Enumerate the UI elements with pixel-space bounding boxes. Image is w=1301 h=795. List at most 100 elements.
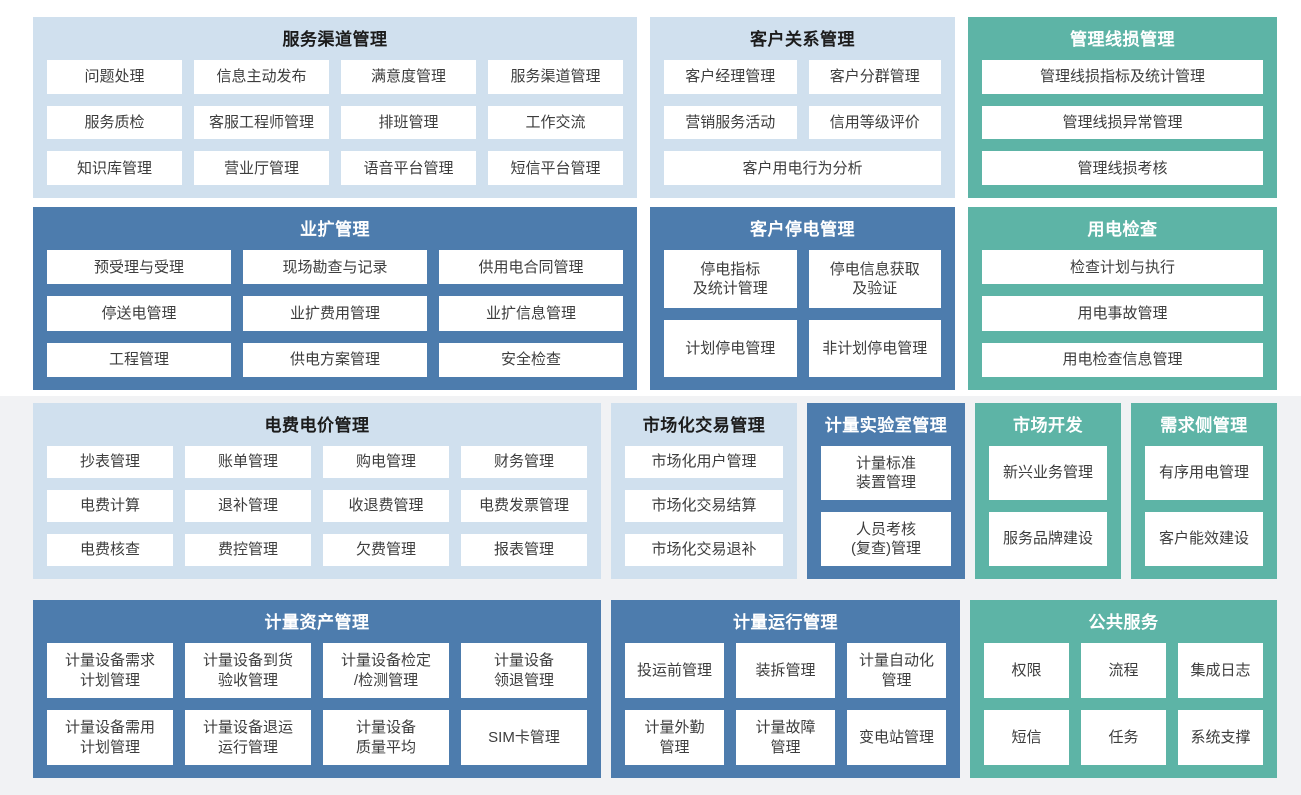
block-line-loss-mgmt: 管理线损管理管理线损指标及统计管理管理线损异常管理管理线损考核 <box>968 17 1277 198</box>
diagram-row-1: 服务渠道管理问题处理信息主动发布满意度管理服务渠道管理服务质检客服工程师管理排班… <box>33 17 1277 198</box>
module-item: 用电检查信息管理 <box>982 342 1263 377</box>
module-item: 计量设备到货 验收管理 <box>185 643 311 698</box>
module-item: 市场化交易退补 <box>625 534 783 566</box>
module-item: 流程 <box>1081 643 1166 698</box>
block-title-customer-outage-mgmt: 客户停电管理 <box>750 220 855 239</box>
module-item: 语音平台管理 <box>341 151 476 185</box>
module-item: 抄表管理 <box>47 446 173 478</box>
module-item: 财务管理 <box>461 446 587 478</box>
module-grid: 计量标准 装置管理人员考核 (复查)管理 <box>807 439 965 579</box>
module-item: 计量设备需求 计划管理 <box>47 643 173 698</box>
module-item: 收退费管理 <box>323 490 449 522</box>
module-grid: 新兴业务管理服务品牌建设 <box>975 439 1121 579</box>
module-item: 满意度管理 <box>341 60 476 94</box>
block-metering-operation-mgmt: 计量运行管理投运前管理装拆管理计量自动化 管理计量外勤 管理计量故障 管理变电站… <box>611 600 960 778</box>
module-item: 计量设备 质量平均 <box>323 710 449 765</box>
block-title-metering-lab-mgmt: 计量实验室管理 <box>824 416 948 435</box>
module-item: 服务渠道管理 <box>488 60 623 94</box>
block-title-public-services: 公共服务 <box>1088 613 1159 632</box>
block-title-power-use-inspection: 用电检查 <box>1087 220 1158 239</box>
module-item: 欠费管理 <box>323 534 449 566</box>
module-item: 停电指标 及统计管理 <box>664 250 797 308</box>
module-item: 客户分群管理 <box>808 60 941 94</box>
module-item: 管理线损指标及统计管理 <box>982 60 1263 94</box>
module-item: 电费核查 <box>47 534 173 566</box>
module-item: 业扩费用管理 <box>243 296 427 331</box>
module-item: 服务质检 <box>47 105 182 140</box>
block-power-use-inspection: 用电检查检查计划与执行用电事故管理用电检查信息管理 <box>968 207 1277 390</box>
module-item: 业扩信息管理 <box>439 296 623 331</box>
block-business-expansion-mgmt: 业扩管理预受理与受理现场勘查与记录供用电合同管理停送电管理业扩费用管理业扩信息管… <box>33 207 637 390</box>
module-item: 客户用电行为分析 <box>664 151 941 185</box>
module-item: 任务 <box>1081 710 1166 765</box>
module-grid: 管理线损指标及统计管理管理线损异常管理管理线损考核 <box>968 53 1277 198</box>
module-item: 计量设备需用 计划管理 <box>47 710 173 765</box>
module-item: 计量设备检定 /检测管理 <box>323 643 449 698</box>
module-grid: 市场化用户管理市场化交易结算市场化交易退补 <box>611 439 797 579</box>
block-market-trade-mgmt: 市场化交易管理市场化用户管理市场化交易结算市场化交易退补 <box>611 403 797 579</box>
block-title-business-expansion-mgmt: 业扩管理 <box>300 220 370 239</box>
module-item: 计量外勤 管理 <box>625 710 724 765</box>
module-item: 短信 <box>984 710 1069 765</box>
module-item: 管理线损异常管理 <box>982 105 1263 140</box>
module-item: 供用电合同管理 <box>439 250 623 285</box>
module-grid: 问题处理信息主动发布满意度管理服务渠道管理服务质检客服工程师管理排班管理工作交流… <box>33 53 637 198</box>
diagram-row-4: 计量资产管理计量设备需求 计划管理计量设备到货 验收管理计量设备检定 /检测管理… <box>33 600 1277 778</box>
block-title-metering-asset-mgmt: 计量资产管理 <box>264 613 370 632</box>
module-item: 知识库管理 <box>47 151 182 185</box>
module-grid: 有序用电管理客户能效建设 <box>1131 439 1277 579</box>
module-item: 客户经理管理 <box>664 60 797 94</box>
module-grid: 检查计划与执行用电事故管理用电检查信息管理 <box>968 243 1277 390</box>
module-item: 用电事故管理 <box>982 296 1263 331</box>
module-item: 计量设备退运 运行管理 <box>185 710 311 765</box>
module-item: 系统支撑 <box>1178 710 1263 765</box>
module-item: 营业厅管理 <box>194 151 329 185</box>
module-item: 停送电管理 <box>47 296 231 331</box>
module-item: 安全检查 <box>439 342 623 377</box>
module-item: 短信平台管理 <box>488 151 623 185</box>
module-item: 人员考核 (复查)管理 <box>821 512 951 566</box>
module-item: 问题处理 <box>47 60 182 94</box>
module-item: 管理线损考核 <box>982 151 1263 185</box>
block-title-tariff-price-mgmt: 电费电价管理 <box>264 416 370 435</box>
block-customer-relation-mgmt: 客户关系管理客户经理管理客户分群管理营销服务活动信用等级评价客户用电行为分析 <box>650 17 955 198</box>
module-item: 新兴业务管理 <box>989 446 1107 500</box>
module-item: 退补管理 <box>185 490 311 522</box>
diagram-row-3: 电费电价管理抄表管理账单管理购电管理财务管理电费计算退补管理收退费管理电费发票管… <box>33 403 1277 579</box>
module-item: 客户能效建设 <box>1145 512 1263 566</box>
block-title-line-loss-mgmt: 管理线损管理 <box>1070 30 1175 49</box>
block-tariff-price-mgmt: 电费电价管理抄表管理账单管理购电管理财务管理电费计算退补管理收退费管理电费发票管… <box>33 403 601 579</box>
module-item: 购电管理 <box>323 446 449 478</box>
module-grid: 计量设备需求 计划管理计量设备到货 验收管理计量设备检定 /检测管理计量设备 领… <box>33 636 601 778</box>
module-item: 账单管理 <box>185 446 311 478</box>
block-service-channel-mgmt: 服务渠道管理问题处理信息主动发布满意度管理服务渠道管理服务质检客服工程师管理排班… <box>33 17 637 198</box>
module-item: 报表管理 <box>461 534 587 566</box>
module-grid: 客户经理管理客户分群管理营销服务活动信用等级评价客户用电行为分析 <box>650 53 955 198</box>
module-grid: 投运前管理装拆管理计量自动化 管理计量外勤 管理计量故障 管理变电站管理 <box>611 636 960 778</box>
module-item: 权限 <box>984 643 1069 698</box>
module-grid: 抄表管理账单管理购电管理财务管理电费计算退补管理收退费管理电费发票管理电费核查费… <box>33 439 601 579</box>
module-grid: 停电指标 及统计管理停电信息获取 及验证计划停电管理非计划停电管理 <box>650 243 955 390</box>
module-item: 排班管理 <box>341 105 476 140</box>
block-metering-lab-mgmt: 计量实验室管理计量标准 装置管理人员考核 (复查)管理 <box>807 403 965 579</box>
module-item: 变电站管理 <box>847 710 946 765</box>
module-item: 服务品牌建设 <box>989 512 1107 566</box>
block-title-market-trade-mgmt: 市场化交易管理 <box>642 416 766 435</box>
module-item: 供电方案管理 <box>243 342 427 377</box>
module-item: 装拆管理 <box>736 643 835 698</box>
module-item: 客服工程师管理 <box>194 105 329 140</box>
module-item: 计量故障 管理 <box>736 710 835 765</box>
module-item: 非计划停电管理 <box>808 319 941 377</box>
module-item: 现场勘查与记录 <box>243 250 427 285</box>
block-title-demand-side-mgmt: 需求侧管理 <box>1160 416 1248 435</box>
module-grid: 权限流程集成日志短信任务系统支撑 <box>970 636 1277 778</box>
module-item: 工作交流 <box>488 105 623 140</box>
module-item: 营销服务活动 <box>664 105 797 140</box>
module-item: 投运前管理 <box>625 643 724 698</box>
block-market-development: 市场开发新兴业务管理服务品牌建设 <box>975 403 1121 579</box>
block-title-customer-relation-mgmt: 客户关系管理 <box>750 30 855 49</box>
module-item: 市场化用户管理 <box>625 446 783 478</box>
module-item: 集成日志 <box>1178 643 1263 698</box>
module-grid: 预受理与受理现场勘查与记录供用电合同管理停送电管理业扩费用管理业扩信息管理工程管… <box>33 243 637 390</box>
